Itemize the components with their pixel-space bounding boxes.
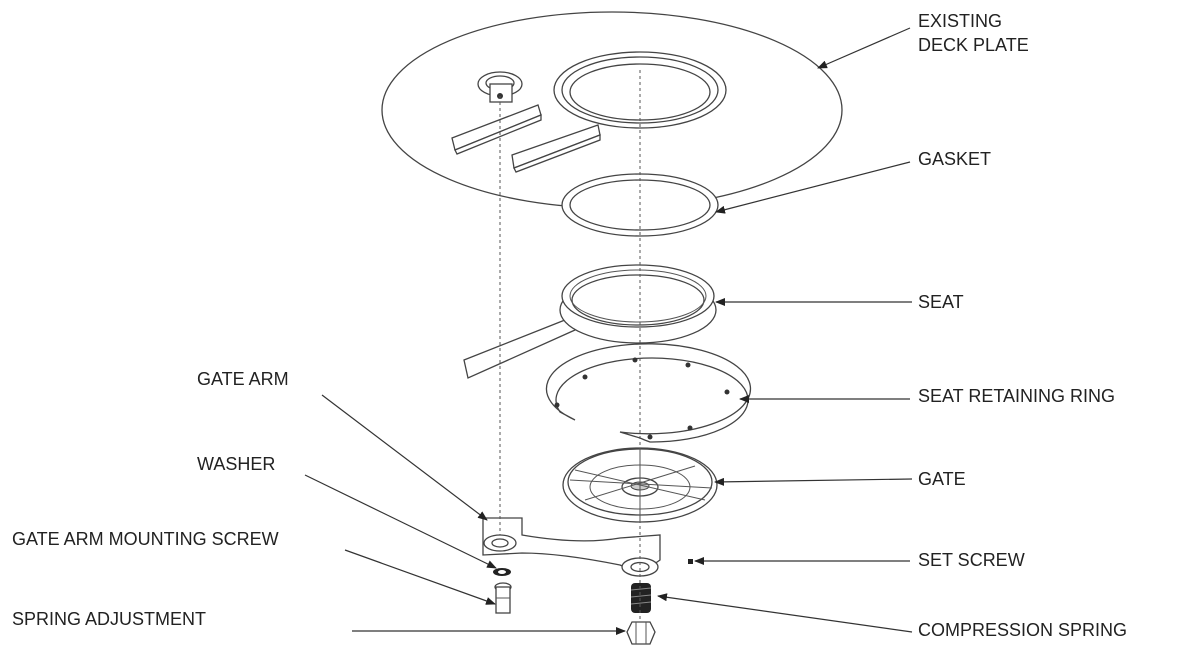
leader-gate [714,477,913,486]
label-seat-retaining-ring: SEAT RETAINING RING [918,386,1115,406]
leader-mounting-screw [344,549,496,605]
label-gate: GATE [918,469,966,489]
label-compression-spring: COMPRESSION SPRING [918,620,1127,640]
washer [493,568,511,576]
gate-arm [482,517,661,577]
leader-washer [304,474,497,569]
spring-adjustment [626,621,656,645]
set-screw [688,559,693,564]
label-gasket: GASKET [918,149,991,169]
seat [463,264,717,379]
leader-gasket [715,161,911,214]
leader-gate-arm [321,394,488,521]
label-existing-deck-plate-line1: EXISTING [918,11,1002,31]
label-seat: SEAT [918,292,964,312]
leader-compression-spring [657,593,913,633]
seat-retaining-ring [545,343,752,443]
label-existing-deck-plate-line2: DECK PLATE [918,35,1029,55]
label-washer: WASHER [197,454,275,474]
label-gate-arm-mounting-screw: GATE ARM MOUNTING SCREW [12,529,279,549]
label-gate-arm: GATE ARM [197,369,289,389]
compression-spring [630,583,652,613]
label-set-screw: SET SCREW [918,550,1025,570]
leader-deck-plate [817,27,911,69]
gate-arm-mounting-screw [494,582,512,614]
label-spring-adjustment: SPRING ADJUSTMENT [12,609,206,629]
